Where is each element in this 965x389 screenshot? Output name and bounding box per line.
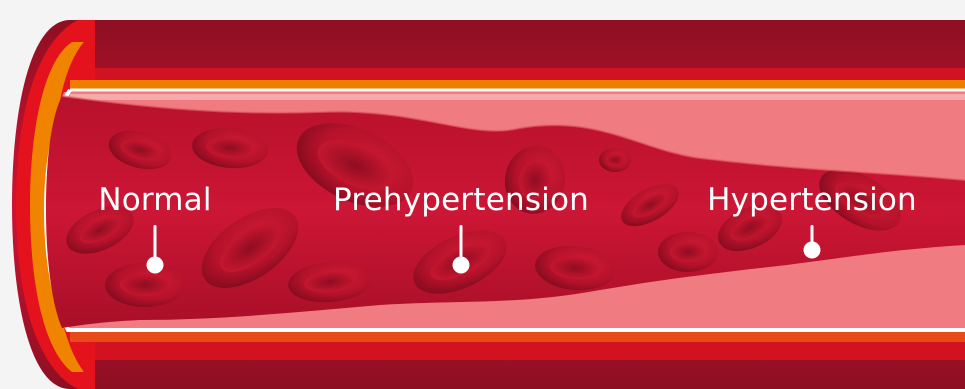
marker-prehypertension — [453, 257, 470, 274]
outer-wall-stripe — [70, 68, 965, 80]
red-blood-cell — [105, 263, 185, 307]
inner-highlight — [70, 94, 965, 100]
outer-wall-stripe — [70, 340, 965, 360]
red-blood-cell — [658, 232, 718, 272]
label-hypertension: Hypertension — [707, 185, 917, 216]
label-normal: Normal — [98, 185, 211, 216]
marker-hypertension — [804, 242, 821, 259]
orange-layer — [70, 80, 965, 94]
label-prehypertension: Prehypertension — [333, 185, 589, 216]
red-blood-cell — [599, 148, 631, 172]
marker-normal — [147, 257, 164, 274]
